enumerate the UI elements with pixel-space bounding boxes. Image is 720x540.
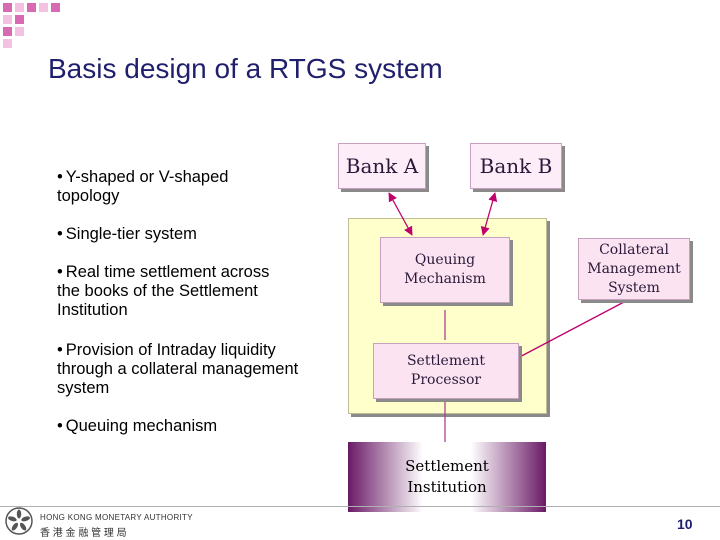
bullet-symbol: • <box>57 225 63 243</box>
bank-b-box: Bank B <box>470 143 562 189</box>
bullet-item: •Real time settlement across the books o… <box>57 263 282 320</box>
bullet-text: Real time settlement across the books of… <box>57 263 270 319</box>
page-number: 10 <box>677 516 693 532</box>
settlement-processor-box: Settlement Processor <box>373 343 519 399</box>
bank-a-label: Bank A <box>345 154 419 178</box>
bank-a-box: Bank A <box>338 143 426 189</box>
bullet-text: Queuing mechanism <box>65 417 218 435</box>
hkma-logo-icon <box>5 507 33 535</box>
bullet-item: •Queuing mechanism <box>57 417 287 436</box>
arrow-bank-a-queuing <box>388 192 413 236</box>
settlement-institution-box: Settlement Institution <box>348 442 546 512</box>
page-title: Basis design of a RTGS system <box>48 53 443 84</box>
bullet-item: •Provision of Intraday liquidity through… <box>57 341 307 398</box>
corner-decoration <box>3 3 60 48</box>
org-name-en: HONG KONG MONETARY AUTHORITY <box>40 513 193 522</box>
bullet-text: Single-tier system <box>65 225 197 243</box>
queuing-mechanism-label: Queuing Mechanism <box>404 252 486 287</box>
arrow-bank-b-queuing <box>480 192 498 236</box>
settlement-processor-label: Settlement Processor <box>406 353 486 388</box>
footer-divider <box>0 506 720 507</box>
bullet-item: •Y-shaped or V-shaped topology <box>57 168 287 206</box>
bullet-text: Provision of Intraday liquidity through … <box>57 341 299 397</box>
settlement-institution-label: Settlement Institution <box>405 457 489 496</box>
org-name-zh: 香 港 金 融 管 理 局 <box>40 528 127 539</box>
collateral-management-label: Collateral Management System <box>587 241 681 296</box>
bullet-text: Y-shaped or V-shaped topology <box>57 168 229 205</box>
bullet-symbol: • <box>57 341 63 359</box>
bullet-symbol: • <box>57 168 63 186</box>
bank-b-label: Bank B <box>479 154 553 178</box>
queuing-mechanism-box: Queuing Mechanism <box>380 237 510 303</box>
collateral-management-box: Collateral Management System <box>578 238 690 300</box>
bullet-symbol: • <box>57 263 63 281</box>
arrow-collateral-processor <box>511 301 625 362</box>
bullet-item: •Single-tier system <box>57 225 287 244</box>
bullet-symbol: • <box>57 417 63 435</box>
